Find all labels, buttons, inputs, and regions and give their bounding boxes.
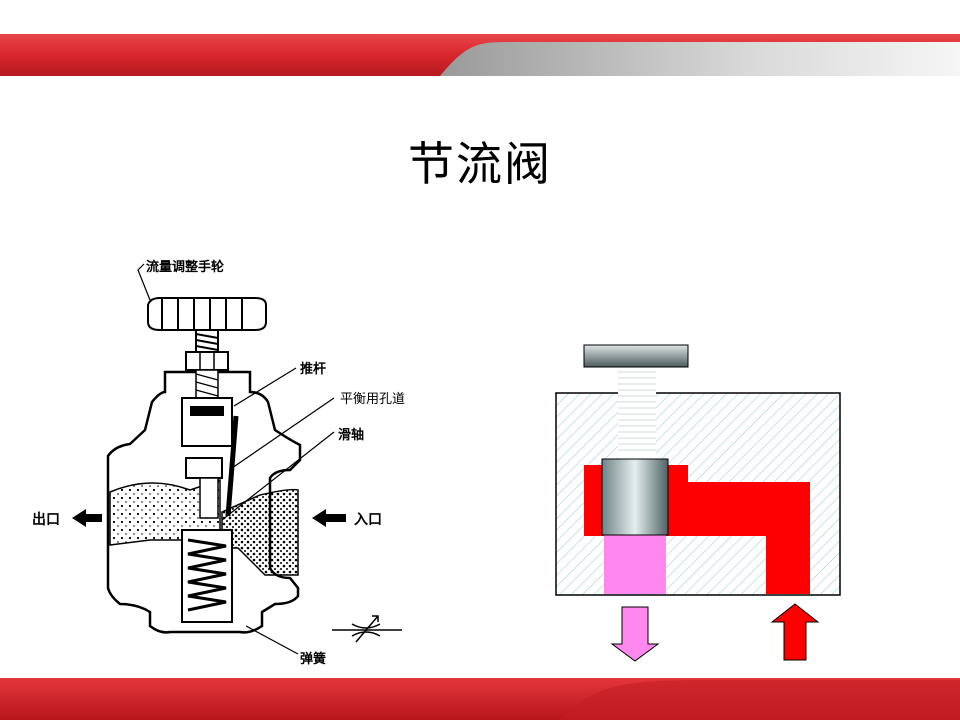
- label-balance-hole: 平衡用孔道: [340, 392, 406, 407]
- slide-title: 节流阀: [408, 137, 552, 191]
- outlet-channel: [604, 530, 666, 594]
- label-spring: 弹簧: [300, 652, 327, 667]
- label-push-rod: 推杆: [300, 362, 327, 377]
- inlet-arrow-icon: [312, 509, 346, 527]
- spool: [601, 458, 669, 536]
- handwheel: [147, 297, 267, 352]
- outlet-flow-arrow-icon: [610, 606, 660, 662]
- label-inlet: 入口: [354, 512, 382, 528]
- label-outlet: 出口: [32, 512, 60, 528]
- label-spool: 滑轴: [338, 428, 365, 443]
- top-banner: [0, 34, 960, 76]
- label-handwheel: 流量调整手轮: [146, 260, 225, 275]
- inlet-flow-arrow-icon: [770, 603, 820, 661]
- outlet-arrow-icon: [72, 509, 102, 527]
- throttle-symbol-icon: [332, 615, 402, 643]
- adjust-knob: [583, 344, 689, 368]
